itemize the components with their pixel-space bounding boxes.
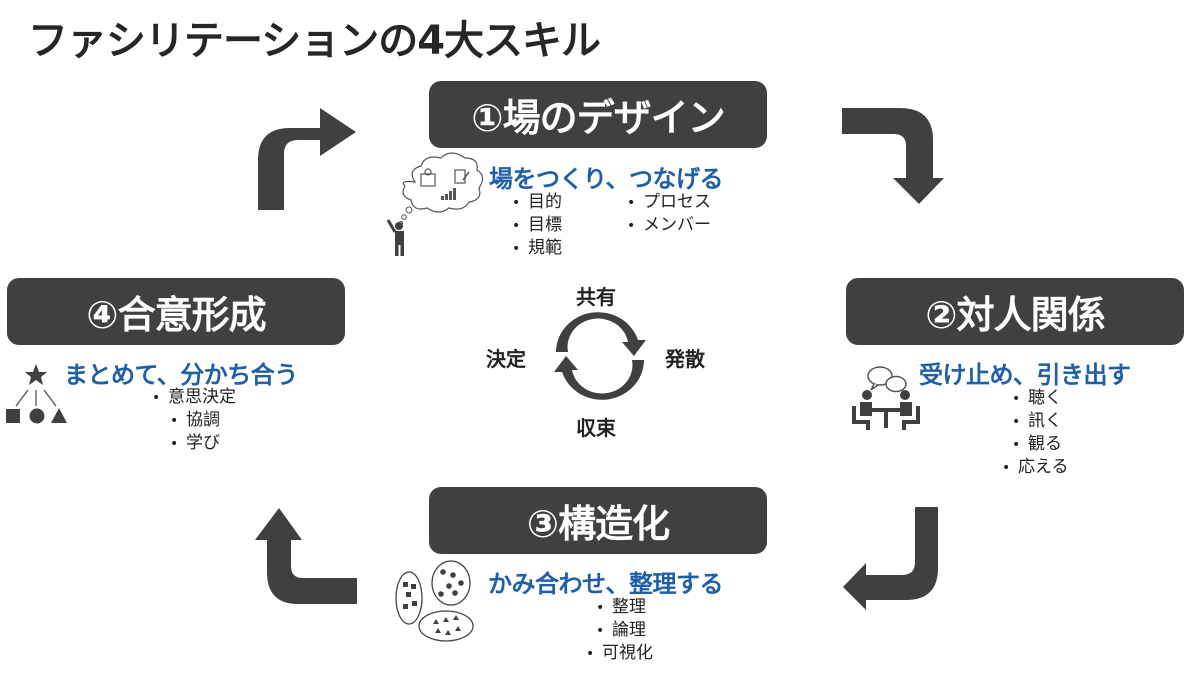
grouped-shapes-icon xyxy=(395,560,474,642)
design-list-1: 目的 目標 規範 xyxy=(512,191,562,260)
person-thinking-cloud-icon xyxy=(386,152,484,256)
list-item: 目標 xyxy=(512,214,562,237)
skill-box-structuring: ③構造化 xyxy=(429,487,767,554)
list-item: 協調 xyxy=(170,409,236,432)
design-list-2: プロセス メンバー xyxy=(627,191,711,237)
page-title: ファシリテーションの4大スキル xyxy=(28,18,601,64)
tagline-relationships: 受け止め、引き出す xyxy=(919,361,1131,389)
cycle-label-converge: 収束 xyxy=(576,416,616,440)
list-item: 学び xyxy=(170,432,236,455)
list-item: メンバー xyxy=(627,214,711,237)
list-item: 観る xyxy=(1012,433,1069,456)
structuring-list: 整理 論理 可視化 xyxy=(596,596,653,665)
list-item: 訊く xyxy=(1012,410,1069,433)
list-item: 応える xyxy=(1002,456,1069,479)
list-item: 論理 xyxy=(596,619,653,642)
meeting-people-icon xyxy=(852,366,920,430)
cycle-label-decide: 決定 xyxy=(486,347,526,371)
skill-box-design: ①場のデザイン xyxy=(429,81,767,148)
list-item: 規範 xyxy=(512,237,562,260)
list-item: 目的 xyxy=(512,191,562,214)
tagline-design: 場をつくり、つなげる xyxy=(489,165,724,193)
list-item: 整理 xyxy=(596,596,653,619)
consensus-list: 意思決定 協調 学び xyxy=(152,386,236,455)
list-item: 意思決定 xyxy=(152,386,236,409)
skill-box-relationships: ②対人関係 xyxy=(846,278,1184,345)
cycle-label-diverge: 発散 xyxy=(665,347,705,371)
list-item: 聴く xyxy=(1012,387,1069,410)
list-item: プロセス xyxy=(627,191,711,214)
shapes-to-star-icon xyxy=(6,364,67,424)
skill-box-consensus: ④合意形成 xyxy=(7,278,345,345)
list-item: 可視化 xyxy=(586,642,653,665)
tagline-consensus: まとめて、分かち合う xyxy=(64,361,298,389)
cycle-label-share: 共有 xyxy=(576,285,616,309)
relationships-list: 聴く 訊く 観る 応える xyxy=(1012,387,1069,479)
tagline-structuring: かみ合わせ、整理する xyxy=(488,570,724,598)
cycle-arrows-icon xyxy=(554,312,646,400)
